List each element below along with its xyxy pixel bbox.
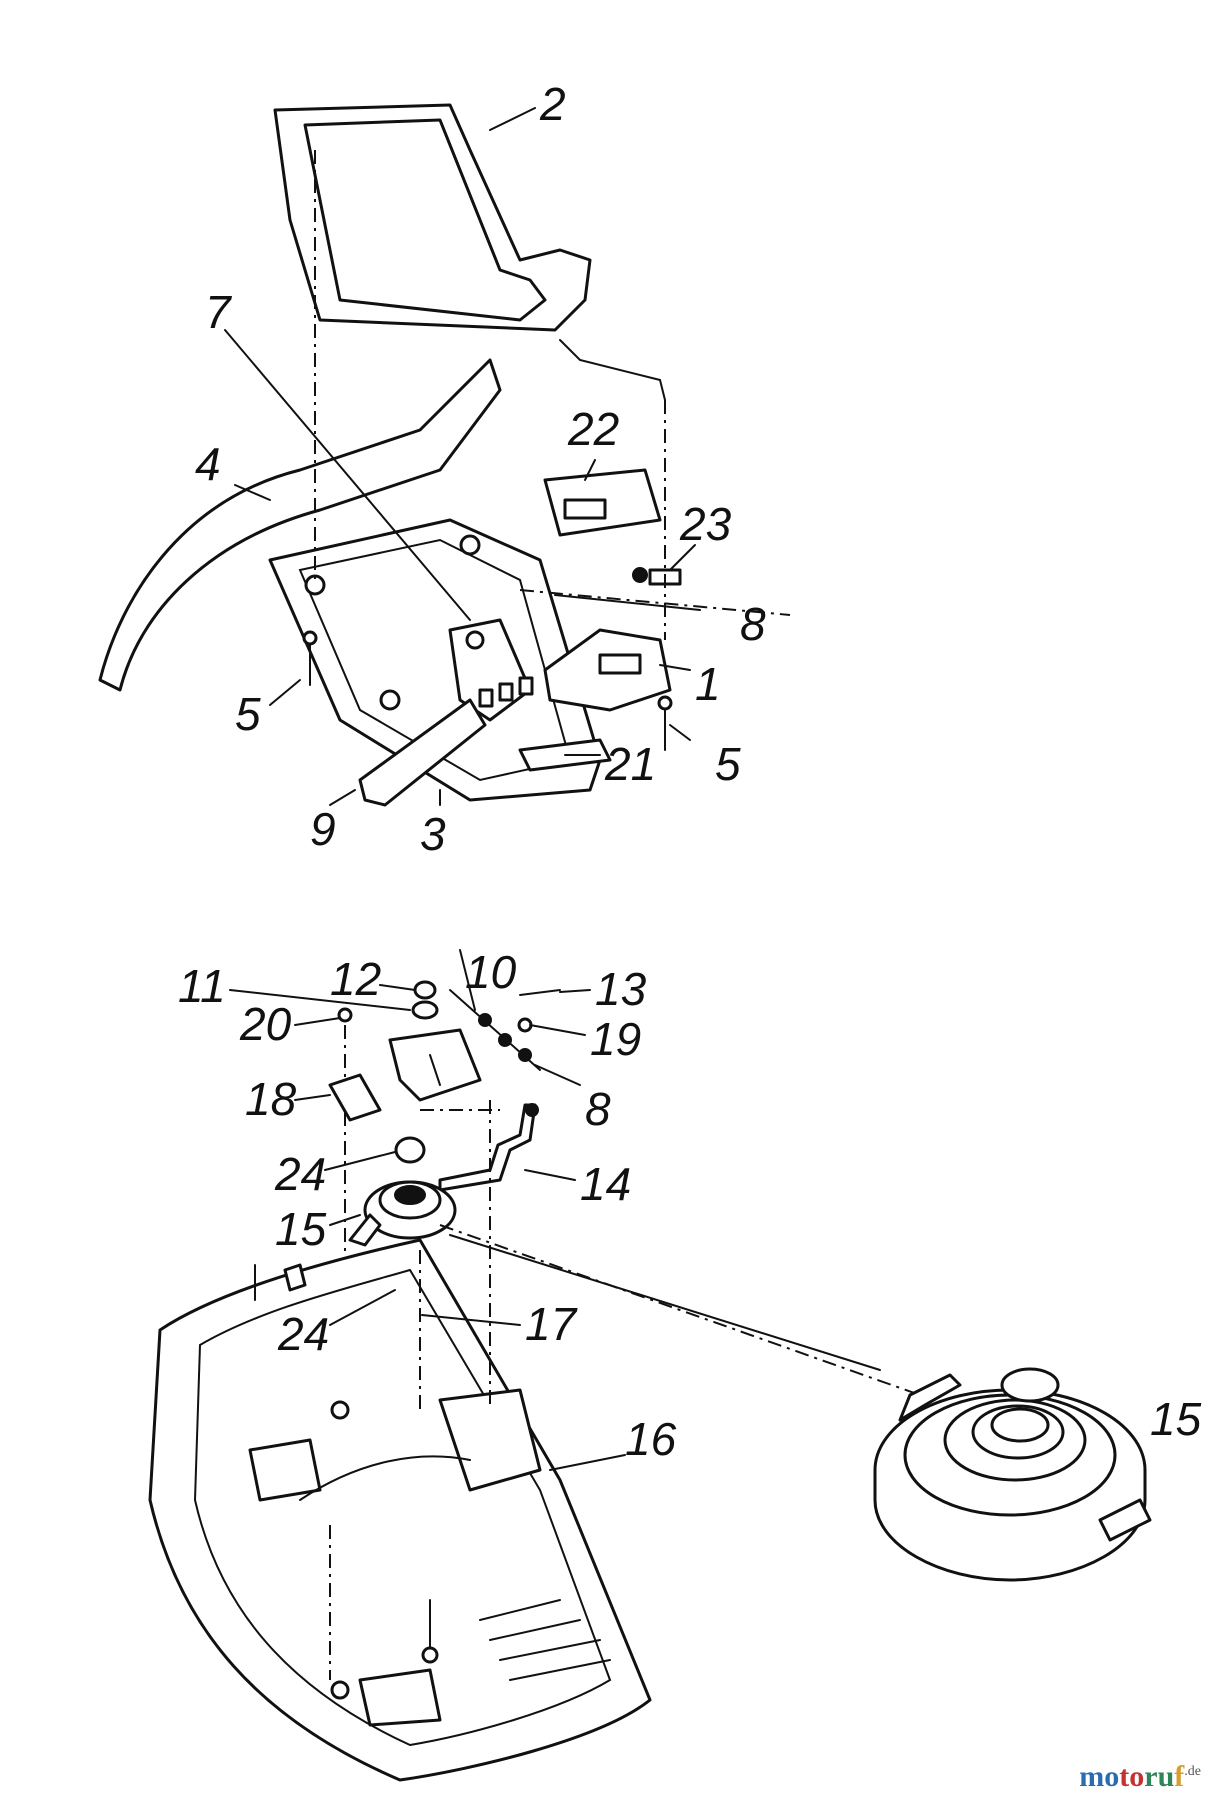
part-15-clutch-detail xyxy=(873,1367,1152,1582)
part-2-cover xyxy=(273,103,592,332)
callout-8-upper: 8 xyxy=(740,598,766,650)
callout-13: 13 xyxy=(595,963,647,1015)
alignment-lines-upper xyxy=(314,150,791,640)
callout-16: 16 xyxy=(625,1413,677,1465)
callout-8-lower: 8 xyxy=(585,1083,611,1135)
part-4-arm xyxy=(98,358,502,692)
callout-24-upper: 24 xyxy=(274,1148,326,1200)
part-20-screw xyxy=(337,1007,353,1360)
callout-labels: 2 7 4 22 23 8 1 5 5 21 9 3 11 12 10 13 2… xyxy=(178,78,1202,1465)
part-10-bracket xyxy=(388,1028,482,1102)
part-1-switch xyxy=(543,628,672,712)
callout-14: 14 xyxy=(580,1158,631,1210)
part-9-handle xyxy=(358,698,487,807)
leader-lines-upper xyxy=(224,107,696,806)
part-18-plate xyxy=(328,1073,382,1122)
part-12-nut xyxy=(411,980,439,1020)
callout-5-right: 5 xyxy=(715,738,741,790)
part-8-cable-end xyxy=(449,989,541,1071)
callout-23: 23 xyxy=(679,498,732,550)
callout-5-left: 5 xyxy=(235,688,261,740)
callout-19: 19 xyxy=(590,1013,641,1065)
callout-22: 22 xyxy=(567,403,619,455)
callout-2: 2 xyxy=(539,78,566,130)
callout-20: 20 xyxy=(239,998,292,1050)
callout-15-detail: 15 xyxy=(1150,1393,1202,1445)
callout-4: 4 xyxy=(195,438,221,490)
callout-1: 1 xyxy=(695,658,721,710)
part-15-clutch-small xyxy=(348,1180,457,1247)
part-22-label-plate xyxy=(543,468,662,537)
part-5-screws xyxy=(302,630,673,751)
callout-15-small: 15 xyxy=(275,1203,327,1255)
part-14-rod xyxy=(438,1103,539,1192)
callout-21: 21 xyxy=(604,738,656,790)
callout-10: 10 xyxy=(465,946,517,998)
detail-lines xyxy=(439,1224,921,1396)
part-7-lever xyxy=(448,618,534,722)
callout-17: 17 xyxy=(525,1298,578,1350)
part-24-nut-upper xyxy=(394,1136,426,1164)
callout-7: 7 xyxy=(205,286,232,338)
callout-24-lower: 24 xyxy=(277,1308,329,1360)
callout-11: 11 xyxy=(178,960,226,1012)
part-13-19-pins xyxy=(517,989,561,1033)
mower-deck xyxy=(148,1238,652,1782)
part-3-baseplate xyxy=(268,518,602,802)
alignment-lines-lower xyxy=(329,1100,500,1680)
leader-lines-lower xyxy=(229,949,626,1471)
part-bracket-outline xyxy=(559,339,666,401)
callout-3: 3 xyxy=(420,808,446,860)
brand-logo: motoruf.de xyxy=(1079,1760,1201,1793)
callout-18: 18 xyxy=(245,1073,297,1125)
callout-12: 12 xyxy=(330,953,381,1005)
callout-9: 9 xyxy=(310,803,336,855)
